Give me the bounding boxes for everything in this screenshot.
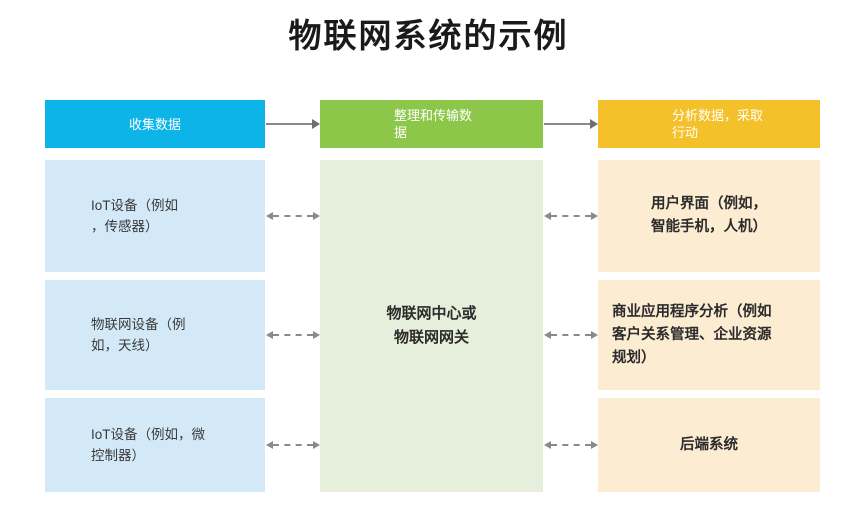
arrow-bidirectional-icon-hub-backend-system [544, 438, 598, 452]
arrow-right-icon-transmit-to-analyze [544, 115, 598, 133]
box-iot-sensor-line-2: ，传感器） [91, 219, 159, 234]
column-collect-data: 收集数据 [45, 100, 265, 148]
column-header-transmit: 整理和传输数 据 [320, 100, 543, 148]
box-business-applications-line-3: 规划） [612, 349, 656, 366]
box-iot-antenna-text: 物联网设备（例 如，天线） [45, 314, 198, 356]
arrow-right-icon-collect-to-transmit [266, 115, 320, 133]
box-iot-hub-gateway-text: 物联网中心或 物联网网关 [386, 302, 476, 350]
page-title: 物联网系统的示例 [288, 17, 569, 54]
arrow-head-left-icon [544, 331, 551, 339]
box-business-applications: 商业应用程序分析（例如 客户关系管理、企业资源 规划） [598, 280, 820, 390]
arrow-head-right-icon [591, 441, 598, 449]
column-header-collect-line-1: 收集数据 [128, 116, 181, 132]
box-iot-microcontroller: IoT设备（例如，微 控制器） [45, 398, 265, 492]
arrow-shaft [544, 123, 590, 125]
column-header-analyze-line-1: 分析数据，采取 [672, 108, 764, 123]
box-backend-system-line-1: 后端系统 [680, 436, 738, 453]
box-user-interface: 用户界面（例如， 智能手机，人机） [598, 160, 820, 272]
box-business-applications-line-1: 商业应用程序分析（例如 [612, 303, 772, 320]
column-header-transmit-line-1: 整理和传输数 [394, 108, 473, 123]
arrow-shaft-dashed [551, 444, 591, 446]
arrow-head-left-icon [266, 441, 273, 449]
arrow-bidirectional-icon-microcontroller-hub [266, 438, 320, 452]
box-iot-antenna-line-2: 如，天线） [91, 338, 159, 353]
box-iot-microcontroller-line-2: 控制器） [91, 448, 145, 463]
box-iot-antenna-line-1: 物联网设备（例 [91, 317, 186, 332]
arrow-head-right-icon [590, 119, 598, 129]
arrow-bidirectional-icon-hub-user-interface [544, 209, 598, 223]
column-header-analyze-line-2: 行动 [672, 125, 699, 140]
box-backend-system-text: 后端系统 [598, 434, 820, 457]
arrow-head-right-icon [313, 212, 320, 220]
arrow-bidirectional-icon-hub-business-applications [544, 328, 598, 342]
box-business-applications-text: 商业应用程序分析（例如 客户关系管理、企业资源 规划） [598, 301, 820, 370]
column-transmit-data: 整理和传输数 据 [320, 100, 543, 148]
arrow-head-left-icon [266, 212, 273, 220]
arrow-shaft-dashed [551, 334, 591, 336]
arrow-head-left-icon [266, 331, 273, 339]
column-header-analyze: 分析数据，采取 行动 [598, 100, 820, 148]
box-iot-microcontroller-text: IoT设备（例如，微 控制器） [45, 424, 217, 466]
arrow-head-right-icon [591, 212, 598, 220]
box-iot-microcontroller-line-1: IoT设备（例如，微 [91, 427, 206, 442]
arrow-bidirectional-icon-antenna-hub [266, 328, 320, 342]
box-user-interface-text: 用户界面（例如， 智能手机，人机） [598, 193, 820, 239]
box-business-applications-line-2: 客户关系管理、企业资源 [612, 326, 772, 343]
arrow-shaft-dashed [551, 215, 591, 217]
arrow-head-left-icon [544, 212, 551, 220]
arrow-shaft [266, 123, 312, 125]
column-header-transmit-line-2: 据 [394, 125, 408, 140]
column-header-collect: 收集数据 [45, 100, 265, 148]
arrow-shaft-dashed [273, 215, 313, 217]
box-iot-sensor-line-1: IoT设备（例如 [91, 198, 179, 213]
box-iot-hub-gateway-line-2: 物联网网关 [393, 329, 469, 346]
arrow-head-right-icon [313, 331, 320, 339]
box-iot-hub-gateway-line-1: 物联网中心或 [386, 305, 477, 322]
box-user-interface-line-2: 智能手机，人机） [651, 219, 767, 235]
arrow-head-right-icon [591, 331, 598, 339]
arrow-head-right-icon [312, 119, 320, 129]
arrow-shaft-dashed [273, 444, 313, 446]
arrow-head-right-icon [313, 441, 320, 449]
box-iot-sensor: IoT设备（例如 ，传感器） [45, 160, 265, 272]
arrow-head-left-icon [544, 441, 551, 449]
box-iot-sensor-text: IoT设备（例如 ，传感器） [45, 195, 190, 237]
arrow-bidirectional-icon-sensor-hub [266, 209, 320, 223]
box-backend-system: 后端系统 [598, 398, 820, 492]
box-iot-hub-gateway: 物联网中心或 物联网网关 [320, 160, 543, 492]
box-iot-antenna: 物联网设备（例 如，天线） [45, 280, 265, 390]
arrow-shaft-dashed [273, 334, 313, 336]
column-analyze-data: 分析数据，采取 行动 [598, 100, 820, 148]
box-user-interface-line-1: 用户界面（例如， [651, 196, 767, 212]
